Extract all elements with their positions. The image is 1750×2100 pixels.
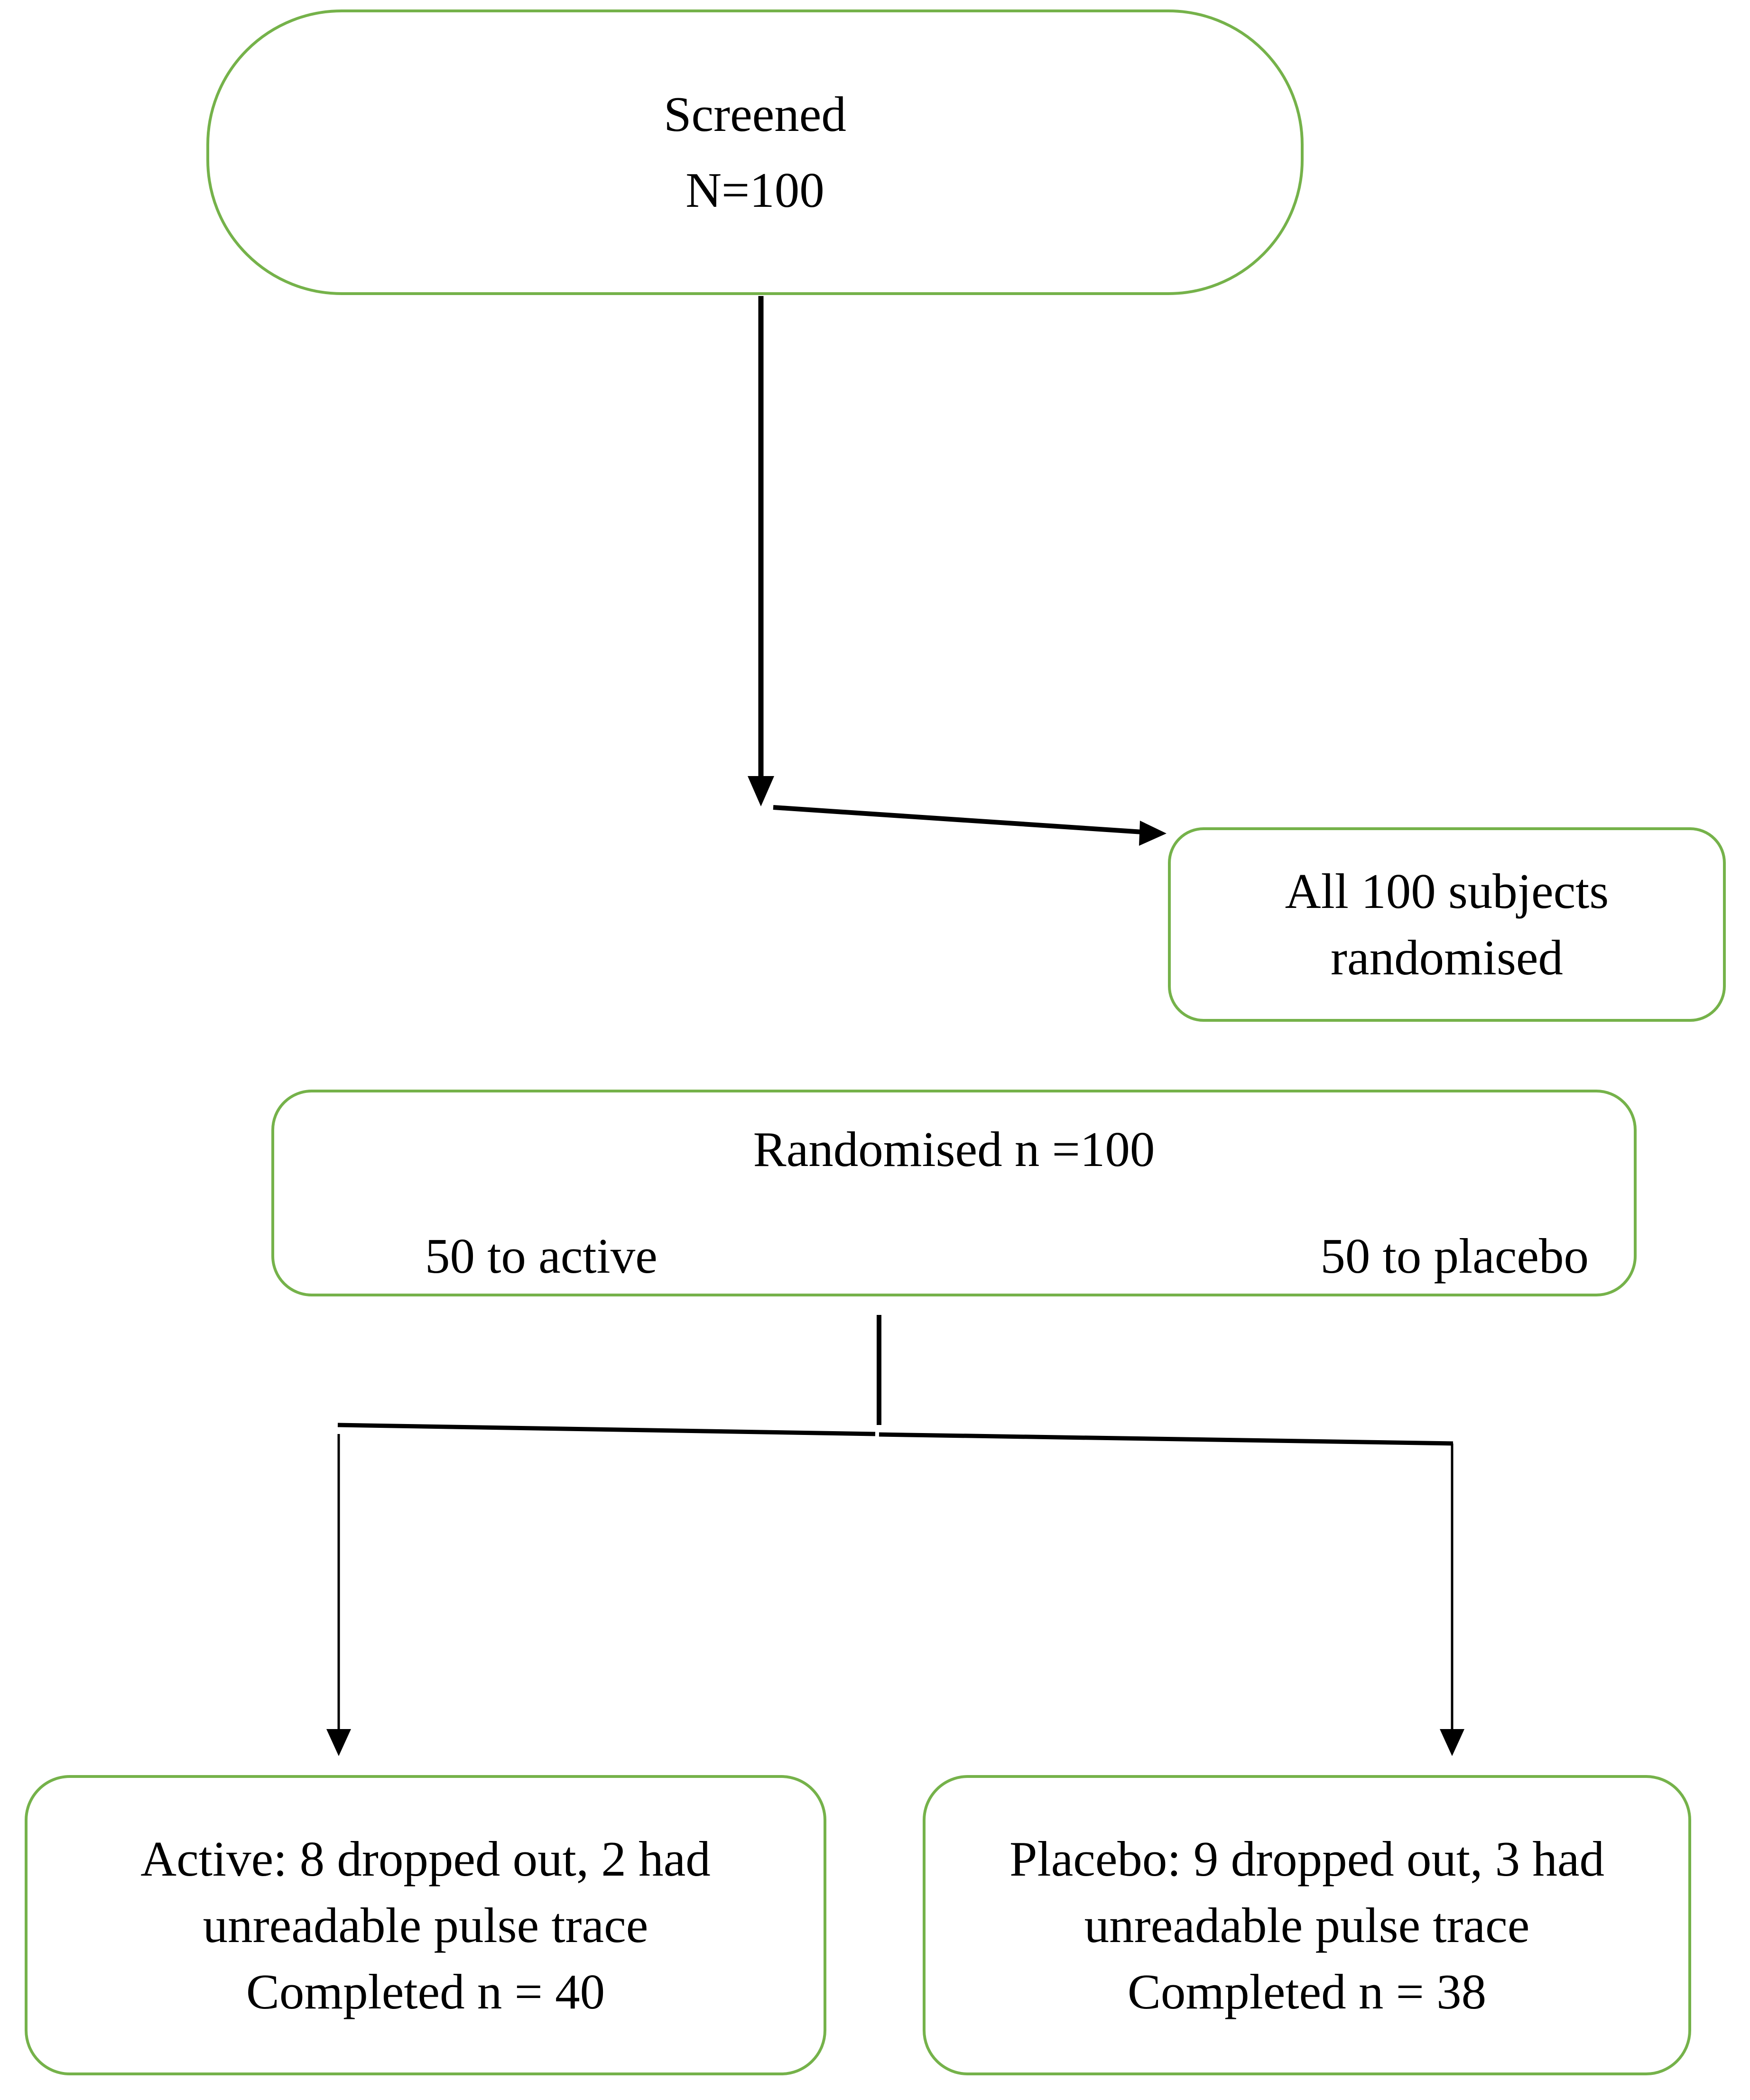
- randomised-placebo-allocation: 50 to placebo: [1320, 1228, 1589, 1284]
- arrow-to-all-randomised: [773, 805, 1167, 846]
- placebo-outcome-line-2: unreadable pulse trace: [1084, 1897, 1530, 1953]
- active-outcome-line-3: Completed n = 40: [246, 1963, 605, 2019]
- arrow-screened-down: [748, 296, 774, 806]
- active-outcome-line-2: unreadable pulse trace: [203, 1897, 648, 1953]
- all-randomised-line-1: All 100 subjects: [1285, 863, 1609, 919]
- active-outcome-line-1: Active: 8 dropped out, 2 had: [140, 1831, 711, 1887]
- node-all-subjects-randomised: All 100 subjects randomised: [1168, 827, 1726, 1022]
- randomised-allocation-row: 50 to active 50 to placebo: [274, 1223, 1634, 1289]
- arrow-to-placebo: [1440, 1443, 1464, 1756]
- node-placebo-outcome: Placebo: 9 dropped out, 3 had unreadable…: [923, 1775, 1691, 2075]
- screened-label: Screened: [664, 86, 846, 142]
- randomised-title: Randomised n =100: [753, 1121, 1155, 1177]
- node-screened: Screened N=100: [206, 9, 1304, 295]
- screened-count: N=100: [685, 162, 824, 218]
- randomised-active-allocation: 50 to active: [425, 1228, 657, 1284]
- node-randomised: Randomised n =100 50 to active 50 to pla…: [271, 1090, 1637, 1296]
- all-randomised-line-2: randomised: [1331, 930, 1563, 985]
- placebo-outcome-line-3: Completed n = 38: [1127, 1963, 1487, 2019]
- node-active-outcome: Active: 8 dropped out, 2 had unreadable …: [25, 1775, 826, 2075]
- placebo-outcome-line-1: Placebo: 9 dropped out, 3 had: [1009, 1831, 1604, 1887]
- connector-branch-horizontal: [337, 1423, 1454, 1446]
- arrow-to-active: [326, 1434, 351, 1756]
